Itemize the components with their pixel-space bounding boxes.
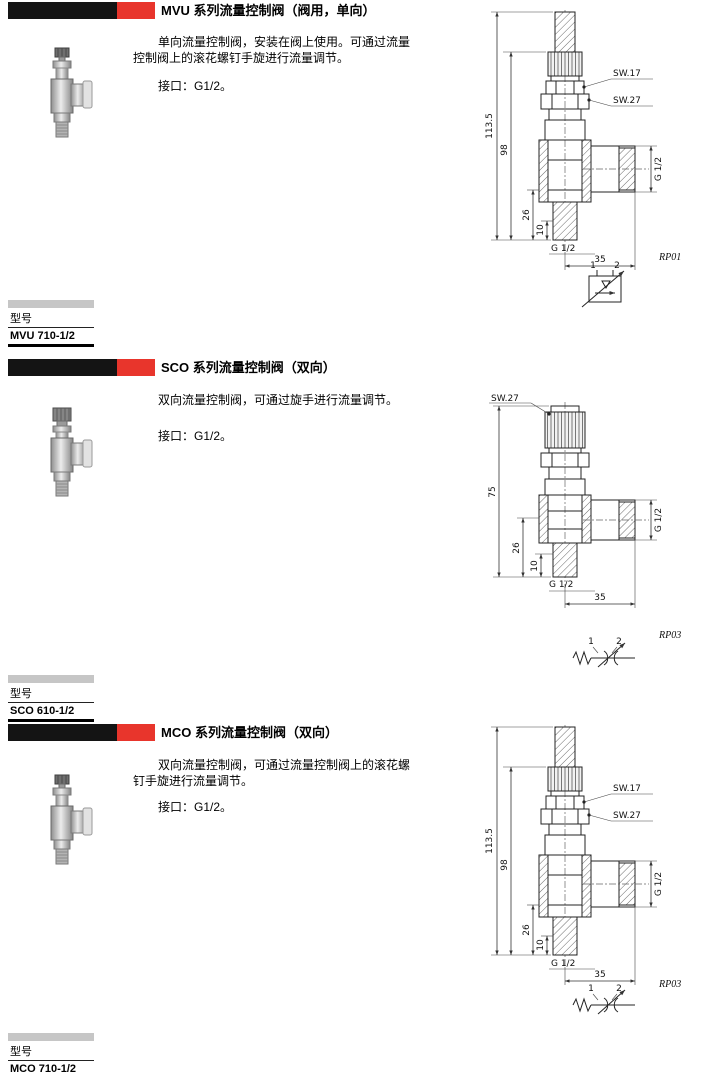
model-value: MCO 710-1/2 [8, 1061, 94, 1077]
section-title: MCO 系列流量控制阀（双向） [161, 725, 338, 740]
description-line: 单向流量控制阀，安装在阀上使用。可通过流量 [158, 35, 411, 49]
header-red-bar [117, 724, 155, 741]
symbol-port1-label: 1 [588, 637, 594, 647]
pneumatic-symbol: 1 2 [572, 984, 635, 1015]
sw-top-label: SW.17 [613, 784, 641, 794]
header-black-bar [8, 359, 117, 376]
description-line: 双向流量控制阀，可通过旋手进行流量调节。 [158, 393, 399, 407]
product-photo [28, 404, 98, 504]
side-port-label: G 1/2 [654, 872, 664, 896]
sw-top-label: SW.17 [613, 69, 641, 79]
dim-upper-label: 98 [500, 144, 510, 156]
section-mvu: MVU 系列流量控制阀（阀用，单向） 单向流量控制阀，安装在阀上使用。可通过流量… [0, 0, 722, 357]
dim-total-label: 113.5 [485, 113, 495, 139]
model-label: 型号 [8, 308, 94, 328]
section-sco: SCO 系列流量控制阀（双向） 双向流量控制阀，可通过旋手进行流量调节。 接口：… [0, 357, 722, 722]
ref-code: RP03 [658, 630, 681, 641]
header-red-bar [117, 2, 155, 19]
model-label: 型号 [8, 1041, 94, 1061]
port-spec-line: 接口：G1/2。 [158, 800, 233, 814]
bottom-port-label: G 1/2 [551, 959, 575, 969]
description-line: 双向流量控制阀，可通过流量控制阀上的滚花螺 [158, 758, 411, 772]
sw-bottom-label: SW.27 [613, 96, 641, 106]
model-table: 型号 SCO 610-1/2 [8, 675, 94, 722]
side-port-label: G 1/2 [654, 157, 664, 181]
section-mco: MCO 系列流量控制阀（双向） 双向流量控制阀，可通过流量控制阀上的滚花螺 钉手… [0, 722, 722, 1077]
technical-drawing-mco: 113.5 98 26 10 SW.17 SW.27 G 1/2 G 1/2 [445, 725, 717, 1032]
model-table: 型号 MCO 710-1/2 [8, 1033, 94, 1077]
product-photo [28, 772, 98, 872]
symbol-port2-label: 2 [614, 261, 620, 271]
symbol-port1-label: 1 [590, 261, 596, 271]
dim-low-label: 10 [530, 560, 540, 572]
dim-total-label: 113.5 [485, 828, 495, 854]
dim-upper-label: 98 [500, 859, 510, 871]
model-table-header-bar [8, 300, 94, 308]
symbol-port1-label: 1 [588, 984, 594, 994]
header-red-bar [117, 359, 155, 376]
port-spec-line: 接口：G1/2。 [158, 79, 233, 93]
ref-code: RP01 [658, 252, 681, 263]
model-table: 型号 MVU 710-1/2 [8, 300, 94, 347]
model-value: MVU 710-1/2 [8, 328, 94, 347]
description-line: 钉手旋进行流量调节。 [133, 774, 254, 788]
dim-mid-label: 26 [522, 924, 532, 936]
model-value: SCO 610-1/2 [8, 703, 94, 722]
header-black-bar [8, 2, 117, 19]
technical-drawing-sco: SW.27 75 26 10 G 1/2 G 1/2 [445, 392, 717, 679]
dim-low-label: 10 [536, 224, 546, 236]
bottom-port-label: G 1/2 [549, 580, 573, 590]
section-title: SCO 系列流量控制阀（双向） [161, 360, 336, 375]
port-spec-line: 接口：G1/2。 [158, 429, 233, 443]
product-photo [28, 45, 98, 145]
dim-mid-label: 26 [522, 209, 532, 221]
dim-width-label: 35 [594, 593, 605, 603]
side-port-label: G 1/2 [654, 508, 664, 532]
ref-code: RP03 [658, 979, 681, 990]
technical-drawing-mvu: 113.5 98 26 10 SW.17 SW.27 G 1/2 G 1/2 [445, 10, 717, 317]
pneumatic-symbol: 1 2 [572, 637, 635, 668]
dim-low-label: 10 [536, 939, 546, 951]
sw-top-label: SW.27 [491, 394, 519, 404]
dim-mid-label: 26 [512, 542, 522, 554]
pneumatic-symbol: 1 2 [581, 261, 625, 308]
sw-bottom-label: SW.27 [613, 811, 641, 821]
model-label: 型号 [8, 683, 94, 703]
dim-width-label: 35 [594, 255, 605, 265]
bottom-port-label: G 1/2 [551, 244, 575, 254]
dim-total-label: 75 [488, 486, 498, 497]
model-table-header-bar [8, 675, 94, 683]
symbol-port2-label: 2 [616, 984, 622, 994]
dim-width-label: 35 [594, 970, 605, 980]
header-black-bar [8, 724, 117, 741]
model-table-header-bar [8, 1033, 94, 1041]
symbol-port2-label: 2 [616, 637, 622, 647]
description-line: 控制阀上的滚花螺钉手旋进行流量调节。 [133, 51, 350, 65]
section-title: MVU 系列流量控制阀（阀用，单向） [161, 3, 376, 18]
